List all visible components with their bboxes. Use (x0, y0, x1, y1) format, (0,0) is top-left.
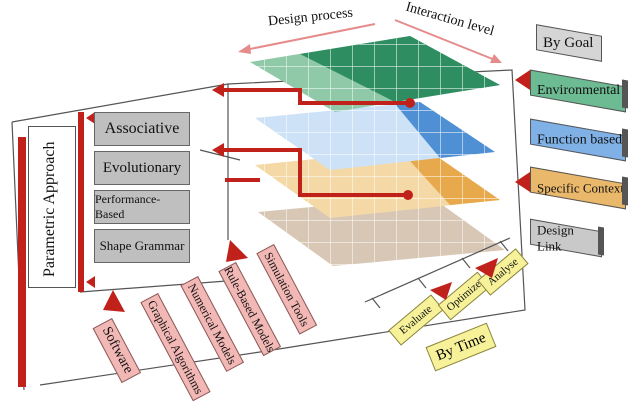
tool-arrows (103, 240, 248, 312)
connector-heads (212, 83, 415, 200)
goal-cap (622, 128, 628, 158)
method-shape-grammar: Shape Grammar (94, 229, 190, 263)
layer-specific-context (255, 148, 500, 218)
goal-pointers (515, 70, 530, 192)
goal-environmental-label: Environmental (537, 83, 621, 99)
goal-specific-context-label: Specific Context (537, 180, 625, 196)
goal-function-based-label: Function based (537, 132, 623, 148)
goal-cap (598, 226, 604, 256)
layer-function-based (255, 102, 495, 170)
goal-design-link: Design Link (530, 218, 602, 258)
connector-arrows (222, 88, 410, 197)
approach-title-box: Parametric Approach (28, 126, 76, 288)
goal-cap (622, 79, 628, 109)
goal-cap (622, 176, 628, 206)
approach-accent (18, 112, 95, 387)
goal-design-link-label: Design Link (537, 222, 574, 254)
method-evolutionary: Evolutionary (94, 151, 190, 185)
layer-environmental (250, 36, 500, 112)
method-associative: Associative (94, 112, 190, 146)
layer-design-link (258, 196, 505, 266)
time-ticks (364, 237, 511, 309)
axis-arrows (238, 19, 502, 63)
goal-title: By Goal (543, 34, 594, 51)
method-performance-based: Performance-Based (94, 190, 190, 224)
approach-title: Parametric Approach (41, 141, 58, 278)
